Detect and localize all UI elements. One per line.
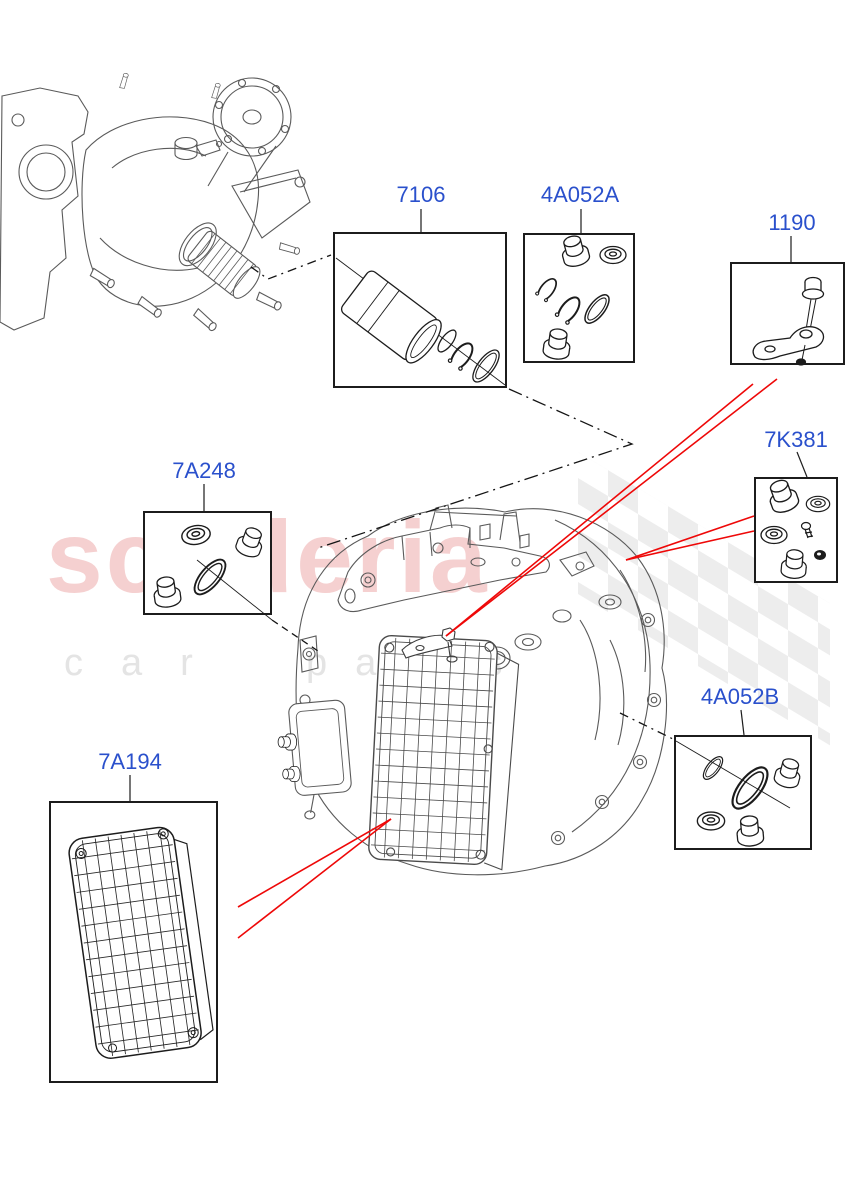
watermark-tagline-parts: parts bbox=[306, 642, 531, 684]
part-label-7A248[interactable]: 7A248 bbox=[172, 458, 236, 483]
callout-box-4A052B bbox=[674, 735, 812, 850]
part-label-4A052B[interactable]: 4A052B bbox=[700, 684, 780, 709]
callout-box-7106 bbox=[333, 232, 507, 388]
callout-box-7K381 bbox=[754, 477, 838, 583]
part-label-4A052A[interactable]: 4A052A bbox=[540, 182, 620, 207]
watermark-tagline-car: car bbox=[64, 642, 231, 684]
callout-box-1190 bbox=[730, 262, 845, 365]
callout-box-7A194 bbox=[49, 801, 218, 1083]
part-label-7A194[interactable]: 7A194 bbox=[98, 749, 162, 774]
part-label-1190[interactable]: 1190 bbox=[768, 210, 816, 235]
part-label-7K381[interactable]: 7K381 bbox=[764, 427, 828, 452]
part-label-7106[interactable]: 7106 bbox=[396, 182, 446, 207]
callout-box-7A248 bbox=[143, 511, 272, 615]
power-take-off-unit-drawing bbox=[0, 72, 311, 333]
callout-box-4A052A bbox=[523, 233, 635, 363]
